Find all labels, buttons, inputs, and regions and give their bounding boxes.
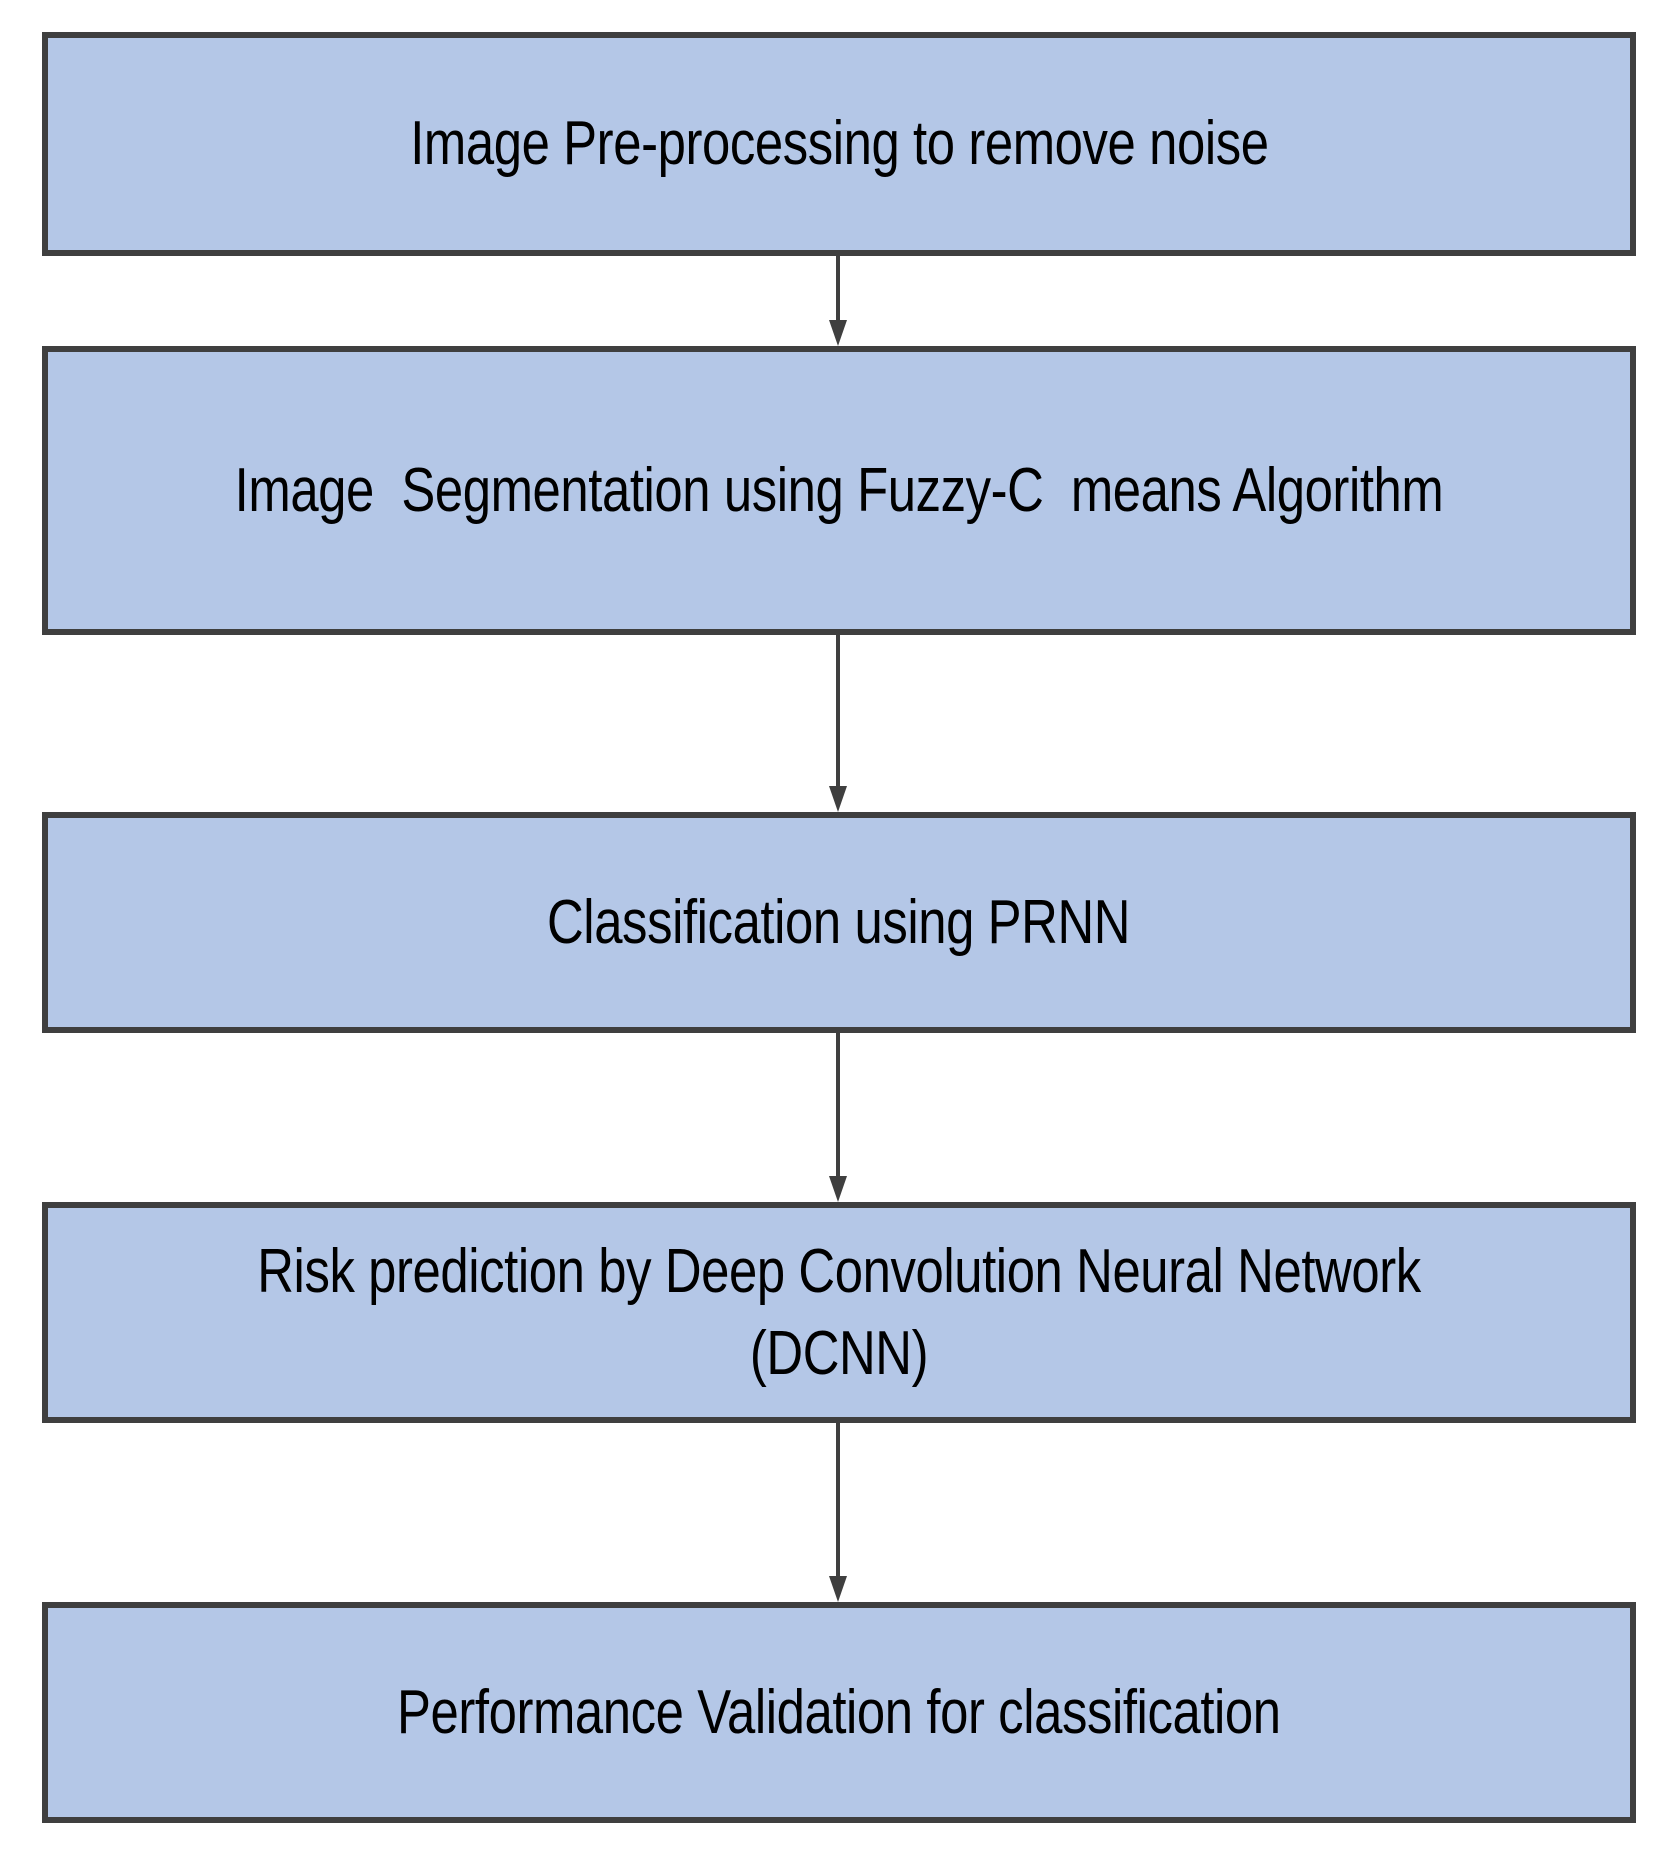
arrow-head-down-icon [829,1576,847,1602]
arrow-node2-to-node3 [823,635,853,812]
flow-node-label: Performance Validation for classificatio… [397,1677,1281,1747]
arrow-head-down-icon [829,320,847,346]
arrow-shaft [836,635,840,787]
arrow-shaft [836,1033,840,1177]
flow-node-image-preprocessing: Image Pre-processing to remove noise [42,32,1636,256]
flow-node-classification-prnn: Classification using PRNN [42,812,1636,1033]
flow-node-image-segmentation: Image Segmentation using Fuzzy-C means A… [42,346,1636,635]
flow-node-label: Classification using PRNN [547,887,1131,957]
arrow-node4-to-node5 [823,1423,853,1602]
arrow-node3-to-node4 [823,1033,853,1202]
flow-node-label: Image Pre-processing to remove noise [409,109,1269,179]
flow-node-label: Risk prediction by Deep Convolution Neur… [257,1236,1435,1388]
arrow-shaft [836,256,840,322]
arrow-head-down-icon [829,1176,847,1202]
arrow-node1-to-node2 [823,256,853,346]
arrow-shaft [836,1423,840,1577]
arrow-head-down-icon [829,786,847,812]
flow-node-risk-prediction-dcnn: Risk prediction by Deep Convolution Neur… [42,1202,1636,1423]
flow-node-performance-validation: Performance Validation for classificatio… [42,1602,1636,1823]
flow-node-label: Image Segmentation using Fuzzy-C means A… [234,455,1444,525]
